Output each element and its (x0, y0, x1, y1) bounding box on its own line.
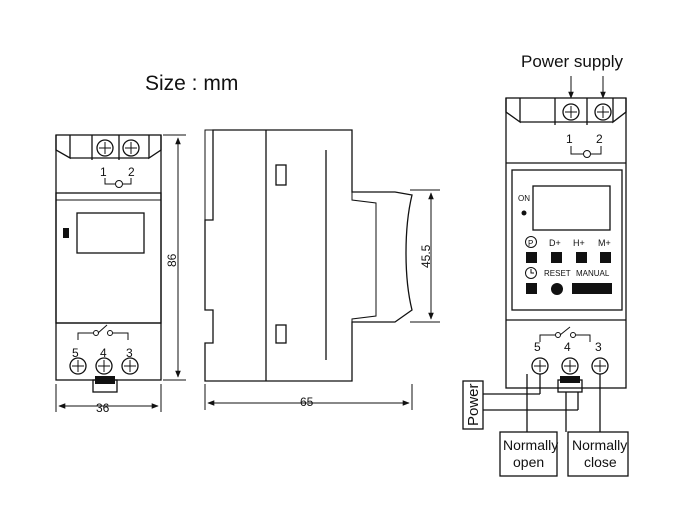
clock-button[interactable] (526, 283, 537, 294)
dim-depth: 65 (204, 384, 413, 410)
btn-label-h: H+ (573, 238, 585, 248)
power-box (462, 380, 484, 430)
right-terminal-1: 1 (566, 132, 573, 146)
btn-label-d: D+ (549, 238, 561, 248)
h-plus-button[interactable] (576, 252, 587, 263)
right-terminal-4: 4 (564, 340, 571, 354)
left-terminal-3: 3 (126, 346, 133, 360)
left-top-screw-1 (96, 139, 114, 157)
power-label: Power (465, 383, 482, 426)
manual-button[interactable] (572, 283, 612, 294)
dim-rail-value: 45.5 (419, 244, 433, 268)
manual-label: MANUAL (576, 269, 610, 278)
dim-rail: 45.5 (410, 189, 440, 323)
reset-label: RESET (544, 269, 571, 278)
right-terminal-2: 2 (596, 132, 603, 146)
p-symbol: P (528, 239, 533, 248)
btn-label-m: M+ (598, 238, 611, 248)
wiring-device: 1 2 ON P D+ H+ M+ RESET MANUAL 5 4 (505, 97, 627, 393)
on-label: ON (518, 194, 530, 203)
normally-open-line1: Normally (503, 437, 558, 453)
dim-depth-value: 65 (300, 395, 314, 409)
left-lcd-window (76, 212, 145, 254)
clock-icon (525, 267, 537, 279)
power-supply-label: Power supply (521, 52, 624, 71)
normally-close-line1: Normally (572, 437, 627, 453)
normally-open-box (499, 431, 558, 477)
dim-height-value: 86 (165, 253, 179, 267)
reset-button[interactable] (551, 283, 563, 295)
side-view (204, 129, 413, 382)
dim-width: 36 (55, 384, 162, 415)
normally-open-line2: open (513, 454, 544, 470)
left-terminal-2: 2 (128, 165, 135, 179)
wiring-lines: Power Normally open Normally close (462, 374, 629, 477)
front-view: 1 2 5 4 3 (55, 134, 162, 393)
m-plus-button[interactable] (600, 252, 611, 263)
p-button[interactable] (526, 252, 537, 263)
size-label: Size : mm (145, 72, 238, 95)
right-terminal-3: 3 (595, 340, 602, 354)
dim-height: 86 (163, 134, 186, 381)
dim-width-value: 36 (96, 401, 110, 415)
left-terminal-5: 5 (72, 346, 79, 360)
right-lcd-window (532, 185, 611, 231)
normally-close-line2: close (584, 454, 617, 470)
right-terminal-5: 5 (534, 340, 541, 354)
left-terminal-1: 1 (100, 165, 107, 179)
d-plus-button[interactable] (551, 252, 562, 263)
left-top-screw-2 (122, 139, 140, 157)
left-terminal-4: 4 (100, 346, 107, 360)
p-symbol-icon (525, 236, 537, 248)
normally-close-box (567, 431, 629, 477)
